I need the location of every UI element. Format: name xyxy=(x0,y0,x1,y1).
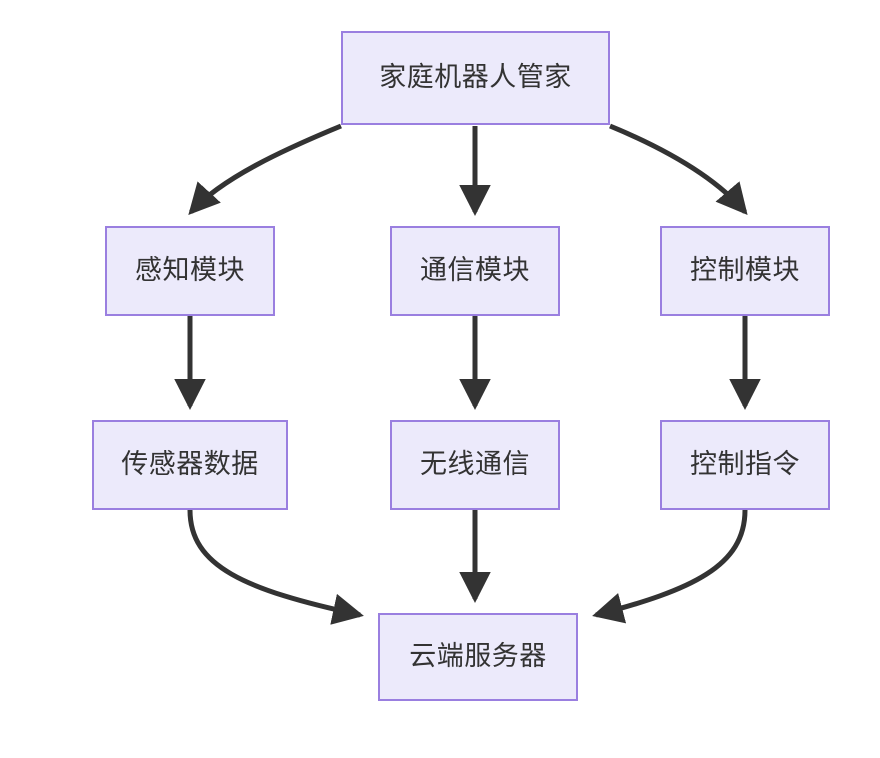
edge-commands-to-cloud xyxy=(592,509,748,624)
node-communication-module-label: 通信模块 xyxy=(420,255,530,286)
edge-root-to-perceive xyxy=(188,123,342,215)
node-wireless-communication-label: 无线通信 xyxy=(420,449,530,480)
edge-sensordata-to-cloud xyxy=(187,509,364,625)
node-perception-module-label: 感知模块 xyxy=(135,255,245,286)
node-control-module-label: 控制模块 xyxy=(690,255,800,286)
node-control-command[interactable]: 控制指令 xyxy=(660,420,830,510)
node-perception-module[interactable]: 感知模块 xyxy=(105,226,275,316)
node-control-module[interactable]: 控制模块 xyxy=(660,226,830,316)
node-wireless-communication[interactable]: 无线通信 xyxy=(390,420,560,510)
node-sensor-data-label: 传感器数据 xyxy=(121,449,259,480)
node-root[interactable]: 家庭机器人管家 xyxy=(341,31,610,125)
node-cloud-server-label: 云端服务器 xyxy=(409,641,547,672)
node-control-command-label: 控制指令 xyxy=(690,449,800,480)
node-root-label: 家庭机器人管家 xyxy=(379,62,572,93)
edge-root-to-control xyxy=(609,123,748,216)
node-sensor-data[interactable]: 传感器数据 xyxy=(92,420,288,510)
node-communication-module[interactable]: 通信模块 xyxy=(390,226,560,316)
node-cloud-server[interactable]: 云端服务器 xyxy=(378,613,578,701)
